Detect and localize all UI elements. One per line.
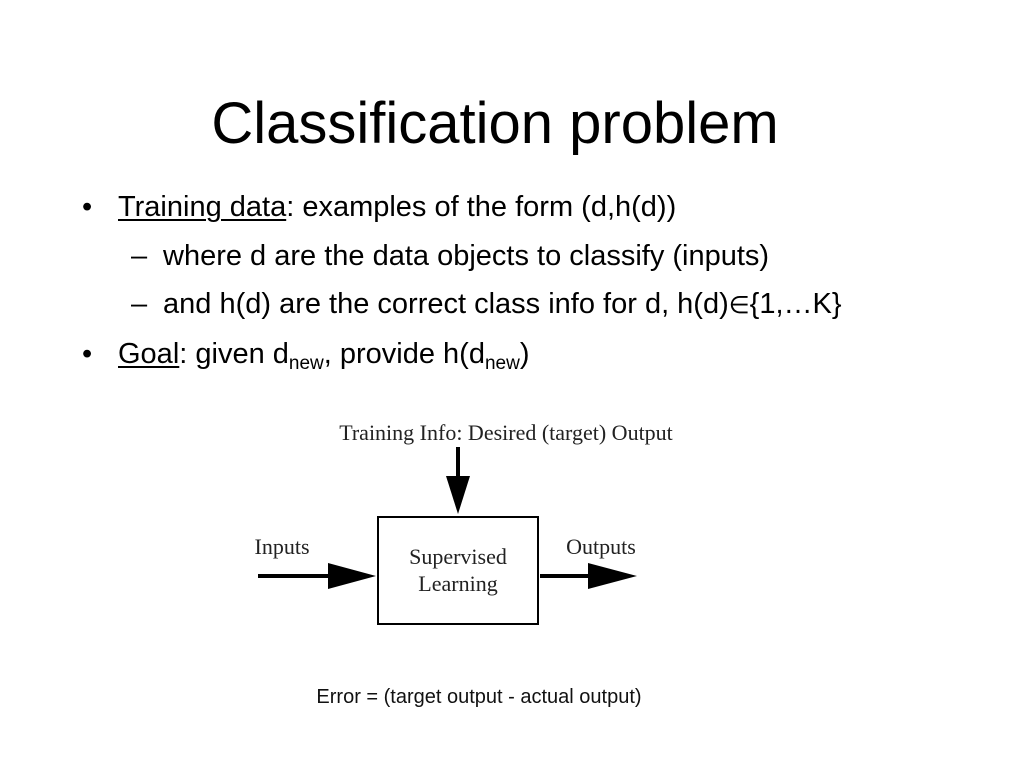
bullet-text-middle: , provide h(d <box>323 338 485 370</box>
bullet-marker: • <box>82 338 93 370</box>
top-label: Training Info: Desired (target) Output <box>339 420 673 445</box>
supervised-learning-box <box>377 516 539 625</box>
bullet-term-training-data: Training data <box>118 191 287 223</box>
subbullet-text: where d are the data objects to classify… <box>163 240 770 272</box>
bullet-goal: •Goal: given dnew, provide h(dnew) <box>82 336 530 374</box>
error-caption: Error = (target output - actual output) <box>316 686 642 708</box>
element-of-symbol: ∈ <box>728 291 750 319</box>
inputs-label: Inputs <box>255 534 310 559</box>
top-arrow-head <box>446 476 470 514</box>
bullet-text-end: ) <box>519 338 530 370</box>
subbullet-class-info: –and h(d) are the correct class info for… <box>131 286 842 323</box>
bullet-training-data: • Training data: examples of the form (d,… <box>82 189 676 225</box>
box-label-line2: Learning <box>418 571 497 596</box>
subbullet-inputs: –where d are the data objects to classif… <box>131 238 769 274</box>
subbullet-marker: – <box>131 240 148 272</box>
subbullet-text: and h(d) are the correct class info for … <box>163 288 729 320</box>
subscript-new: new <box>288 353 324 374</box>
subscript-new: new <box>484 353 520 374</box>
bullet-text: : examples of the form (d,h(d)) <box>286 191 677 223</box>
output-arrow-head <box>588 563 637 589</box>
bullet-marker: • <box>82 191 93 223</box>
input-arrow-head <box>328 563 376 589</box>
outputs-label: Outputs <box>566 534 636 559</box>
slide-title: Classification problem <box>211 91 779 156</box>
bullet-text: : given d <box>179 338 289 370</box>
box-label-line1: Supervised <box>409 544 507 569</box>
bullet-term-goal: Goal <box>118 338 180 370</box>
subbullet-marker: – <box>131 288 148 320</box>
subbullet-text-end: {1,…K} <box>749 288 842 320</box>
